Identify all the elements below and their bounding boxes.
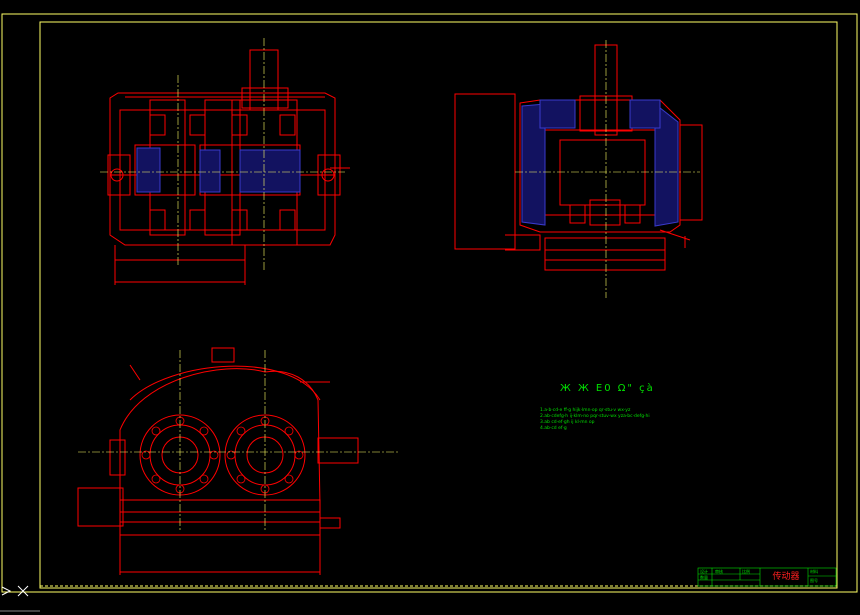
note-line-2: 2.ab‧cdefg‧h ij‧klm‧no pqr‧stuv‧wx yza‧b… [540, 414, 650, 419]
front-elevation-view [77, 347, 359, 575]
side-section-hatch [521, 99, 679, 227]
side-section-centerlines [515, 40, 700, 298]
title-block [697, 567, 837, 587]
note-line-4: 4.ab‧cd ef‧g [540, 426, 567, 431]
title-block-name: 传动器 [772, 572, 800, 582]
notes-title: Ж Ж Ε0 Ω" çà [560, 383, 655, 394]
title-block-cell-1: 设计 [700, 569, 708, 574]
title-block-cell-3: 比例 [742, 569, 750, 574]
note-line-3: 3.ab cd‧ef‧gh ij kl‧mn op [540, 420, 595, 425]
sheet-frame [1, 13, 858, 593]
title-block-cell-4: 数量 [700, 575, 708, 580]
title-block-cell-6: 图号 [810, 578, 818, 583]
side-section-view [454, 44, 703, 271]
front-view-centerlines [78, 350, 400, 530]
title-block-cell-5: 材料 [810, 569, 818, 574]
top-section-centerlines [100, 38, 345, 270]
note-line-1: 1.a‧b‧cd‧e ff‧g hijk‧lmn‧op qr‧stu‧v wx‧… [540, 408, 631, 413]
top-section-hatch [136, 147, 301, 193]
technical-notes: Ж Ж Ε0 Ω" çà 1.a‧b‧cd‧e ff‧g hijk‧lmn‧op… [540, 383, 655, 432]
title-block-cell-2: 审核 [715, 569, 723, 574]
ucs-icon [0, 585, 40, 612]
